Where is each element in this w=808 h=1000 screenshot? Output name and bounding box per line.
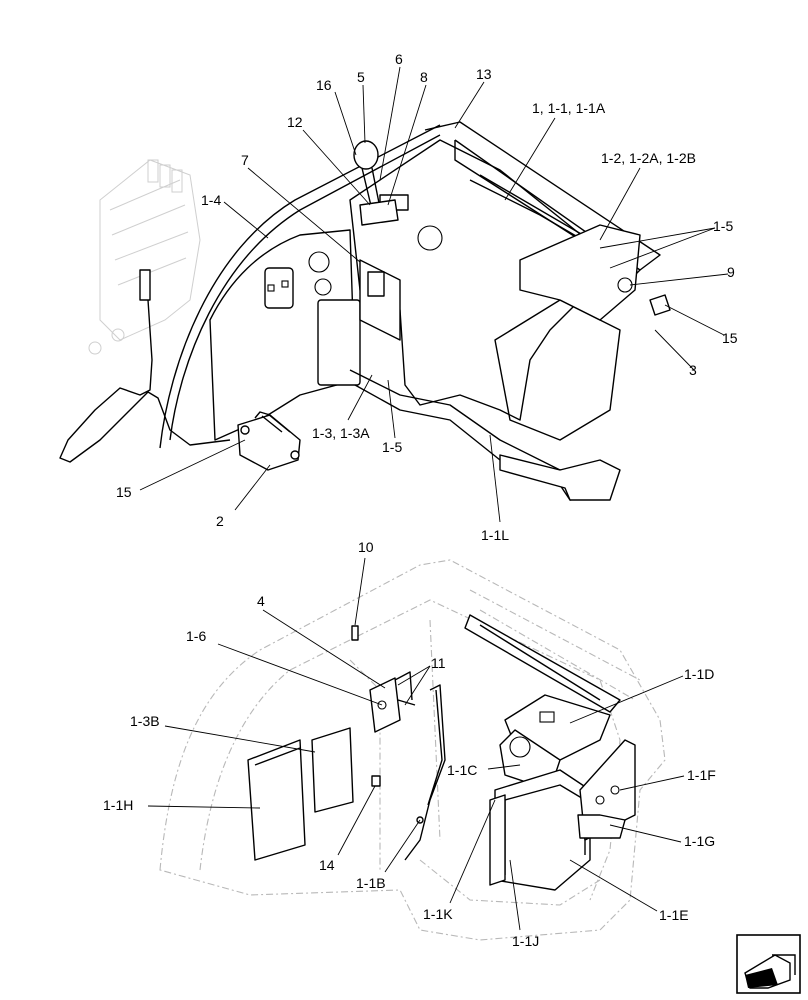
callout-labels: 1, 1-1, 1-1A 1-2, 1-2A, 1-2B 1-5 9 15 3 … — [103, 51, 738, 949]
harness-1-1b — [404, 684, 446, 861]
callout-1-1-1-1a: 1, 1-1, 1-1A — [532, 100, 606, 116]
callout-3: 3 — [689, 362, 697, 378]
callout-1-4: 1-4 — [201, 192, 221, 208]
callout-1-1b: 1-1B — [356, 875, 386, 891]
control-cable — [59, 269, 231, 463]
callout-1-5-left: 1-5 — [382, 439, 402, 455]
control-valve-ghost — [88, 159, 201, 355]
callout-11: 11 — [431, 655, 446, 671]
callout-1-3b: 1-3B — [130, 713, 160, 729]
callout-1-3-1-3a: 1-3, 1-3A — [312, 425, 370, 441]
callout-1-2: 1-2, 1-2A, 1-2B — [601, 150, 696, 166]
filter-1-1h — [247, 727, 354, 861]
callout-1-1f: 1-1F — [687, 767, 716, 783]
callout-15-left: 15 — [116, 484, 132, 500]
callout-14: 14 — [319, 857, 335, 873]
callout-2: 2 — [216, 513, 224, 529]
callout-1-5-right: 1-5 — [713, 218, 733, 234]
cab-frame-ghost — [159, 559, 666, 941]
cover-rail — [464, 614, 621, 713]
callout-1-1h: 1-1H — [103, 797, 133, 813]
callout-1-1k: 1-1K — [423, 906, 453, 922]
callout-7: 7 — [241, 152, 249, 168]
battery-box-1-1e — [489, 769, 591, 891]
callout-9: 9 — [727, 264, 735, 280]
callout-13: 13 — [476, 66, 492, 82]
callout-10: 10 — [358, 539, 374, 555]
callout-5: 5 — [357, 69, 365, 85]
callout-16: 16 — [316, 77, 332, 93]
callout-12: 12 — [287, 114, 303, 130]
relay-bracket-4 — [351, 625, 416, 787]
control-lever — [353, 140, 399, 226]
callout-1-1j: 1-1J — [512, 933, 539, 949]
callout-6: 6 — [395, 51, 403, 67]
bracket-1-1f — [577, 739, 636, 841]
callout-1-6: 1-6 — [186, 628, 206, 644]
leaders-bottom — [147, 557, 685, 931]
callout-1-1c: 1-1C — [447, 762, 477, 778]
travel-pedal-2 — [237, 411, 301, 471]
callout-4: 4 — [257, 593, 265, 609]
side-panel-1-4 — [159, 124, 441, 449]
leaders-top — [139, 66, 729, 523]
callout-8: 8 — [420, 69, 428, 85]
callout-1-1d: 1-1D — [684, 666, 714, 682]
next-page-arrow-icon[interactable] — [736, 934, 801, 994]
callout-1-1e: 1-1E — [659, 907, 689, 923]
callout-15-right: 15 — [722, 330, 738, 346]
main-frame — [349, 121, 671, 501]
callout-1-1g: 1-1G — [684, 833, 715, 849]
callout-1-1l: 1-1L — [481, 527, 509, 543]
